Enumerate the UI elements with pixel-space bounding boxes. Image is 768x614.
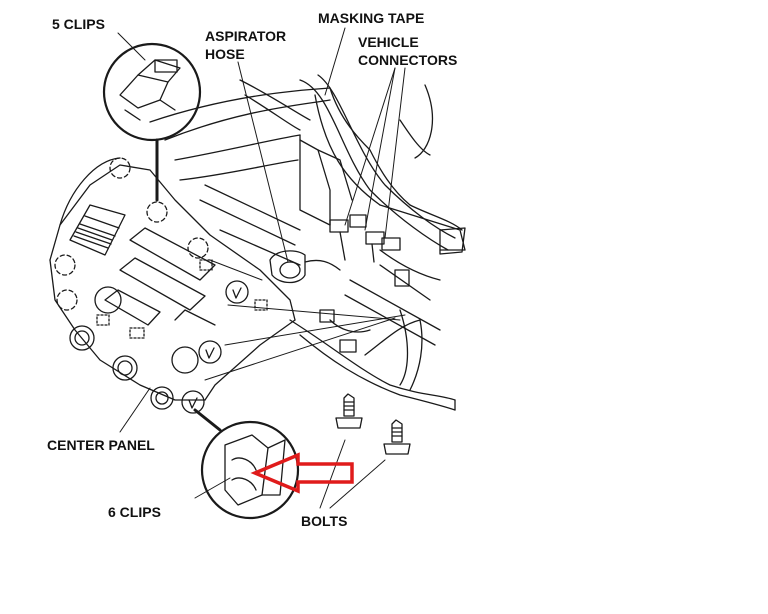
bolt (383, 419, 411, 455)
callout-connector-bottom (193, 408, 222, 432)
clip-circle (198, 340, 222, 364)
clip-circle (56, 289, 78, 311)
leader-lines (117, 27, 406, 509)
clip-circle (146, 201, 168, 223)
clip-circle (109, 157, 131, 179)
clip-locations (54, 157, 209, 311)
label-five-clips: 5 CLIPS (52, 16, 105, 32)
label-aspirator-hose: HOSE (205, 46, 245, 62)
red-pointer-arrow (250, 452, 354, 494)
clip-circle (54, 254, 76, 276)
clip-circle (225, 280, 249, 304)
label-vehicle-connectors: CONNECTORS (358, 52, 458, 68)
clip-callout-bottom (200, 420, 300, 520)
clip-circle (187, 237, 209, 259)
label-bolts: BOLTS (301, 513, 348, 529)
label-six-clips: 6 CLIPS (108, 504, 161, 520)
bolts-illustration (335, 393, 411, 455)
clip-circle (181, 390, 205, 414)
label-center-panel: CENTER PANEL (47, 437, 155, 453)
label-vehicle-connectors: VEHICLE (358, 34, 419, 50)
dashboard-body (149, 74, 466, 411)
clip-circles-solid (181, 280, 249, 414)
clip-callout-top (102, 42, 202, 142)
bolt (335, 393, 363, 429)
center-panel (49, 157, 296, 410)
label-masking-tape: MASKING TAPE (318, 10, 425, 26)
label-aspirator-hose: ASPIRATOR (205, 28, 287, 44)
